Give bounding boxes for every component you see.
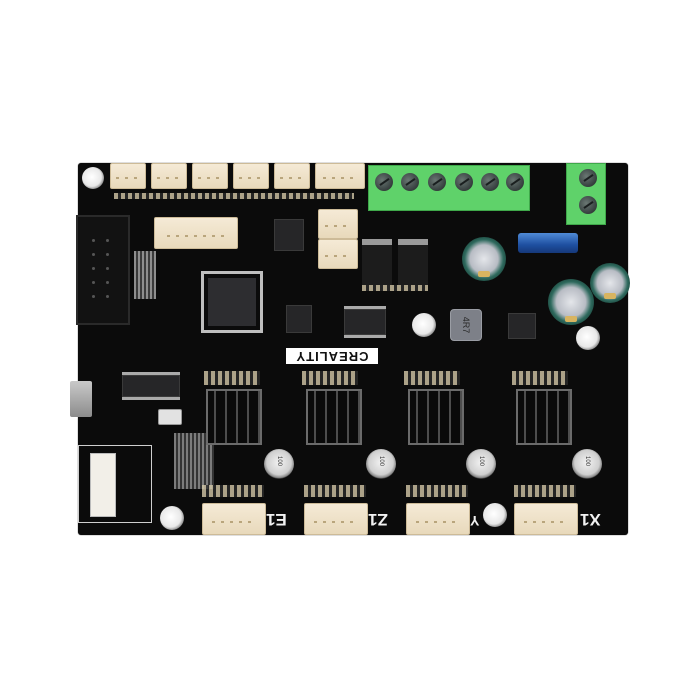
blade-fuse [518,233,578,253]
mosfet-2 [398,239,428,285]
stepper-connector-x1 [514,503,578,535]
electrolytic-capacitor-1 [462,237,506,281]
mounting-hole-bottom-left [160,506,184,530]
stepper-driver-1-heatsink [206,389,262,445]
mosfet-1 [362,239,392,285]
terminal-screw-1 [375,173,393,191]
jst-connector-top-6 [315,163,365,189]
pcb-board: 4R7 CREALITY 100 E1 100 Z1 100 Y 100 X1 [70,163,630,535]
jst-connector-top-2 [151,163,187,189]
dc-input-terminal [566,163,606,225]
driver-3-capacitor: 100 [466,449,496,479]
driver-1-capacitor: 100 [264,449,294,479]
idc-box-header [76,215,130,325]
jst-connector-side-1 [318,209,358,239]
brand-logo: CREALITY [286,348,378,364]
mounting-hole-mid [412,313,436,337]
voltage-regulator [274,219,304,251]
driver-ic-soic [344,309,386,335]
buck-converter-ic [508,313,536,339]
power-terminal-block [368,165,530,211]
stepper-driver-4-heatsink [516,389,572,445]
jst-connector-side-2 [318,239,358,269]
mounting-hole-bottom-mid [483,503,507,527]
stepper-label-x1: X1 [580,510,601,529]
stepper-label-e1: E1 [266,510,287,529]
dc-terminal-screw-1 [579,169,597,187]
terminal-screw-5 [481,173,499,191]
stepper-connector-y [406,503,470,535]
smd-row-mosfet [362,285,428,291]
stepper-connector-e1 [202,503,266,535]
small-ic [286,305,312,333]
stepper-label-z1: Z1 [368,510,388,529]
micro-usb-port [70,381,92,417]
driver-1-smd-bottom [202,485,264,497]
power-inductor: 4R7 [450,309,482,341]
terminal-screw-3 [428,173,446,191]
inductor-marking: 4R7 [461,316,471,334]
driver-1-pot-row [204,371,260,385]
driver-2-smd-bottom [304,485,366,497]
resistor-array-left [134,251,156,299]
jst-connector-top-5 [274,163,310,189]
terminal-screw-2 [401,173,419,191]
stepper-label-y: Y [470,513,480,529]
terminal-screw-4 [455,173,473,191]
microcontroller-chip [208,278,256,326]
sd-card-slot-outline [78,445,152,523]
electrolytic-capacitor-2 [548,279,594,325]
jst-connector-top-1 [110,163,146,189]
reset-button[interactable] [158,409,182,425]
driver-4-smd-bottom [514,485,576,497]
terminal-screw-6 [506,173,524,191]
smd-row-top [114,193,354,199]
stepper-connector-z1 [304,503,368,535]
electrolytic-capacitor-3 [590,263,630,303]
mounting-hole-right [576,326,600,350]
driver-3-smd-bottom [406,485,468,497]
jst-connector-top-3 [192,163,228,189]
dc-terminal-screw-2 [579,196,597,214]
usb-serial-chip [122,375,180,397]
jst-connector-5pin [154,217,238,249]
driver-2-capacitor: 100 [366,449,396,479]
driver-2-pot-row [302,371,358,385]
mounting-hole-top-left [82,167,104,189]
stepper-driver-2-heatsink [306,389,362,445]
driver-3-pot-row [404,371,460,385]
driver-4-pot-row [512,371,568,385]
stepper-driver-3-heatsink [408,389,464,445]
fpc-connector [90,453,116,517]
driver-4-capacitor: 100 [572,449,602,479]
jst-connector-top-4 [233,163,269,189]
